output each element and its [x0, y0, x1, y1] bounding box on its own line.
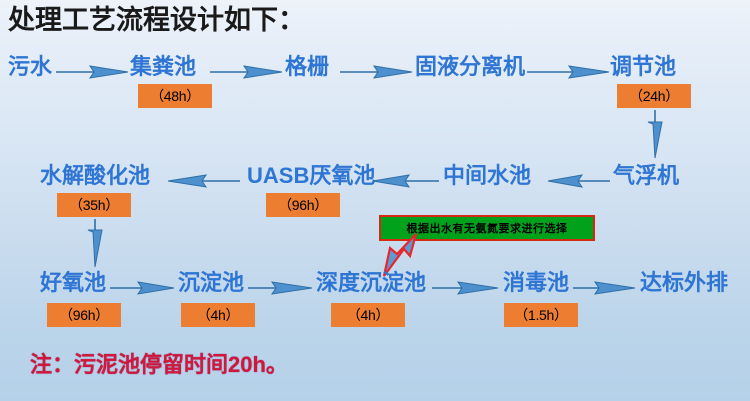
node-haoyangchi[interactable]: 好氧池: [40, 270, 107, 295]
arrow-right-7: [432, 280, 499, 296]
footer-note: 注：污泥池停留时间20h。: [30, 352, 288, 377]
node-shenduchendianchi[interactable]: 深度沉淀池: [316, 270, 427, 295]
node-guyefenliji[interactable]: 固液分离机: [415, 54, 526, 79]
hours-badge-haoyangchi: （96h）: [47, 303, 121, 327]
node-xiaoduchi[interactable]: 消毒池: [503, 270, 570, 295]
arrow-right-4: [527, 64, 610, 80]
hours-badge-tiaojiechi: （24h）: [617, 84, 691, 108]
node-geshan[interactable]: 格栅: [285, 54, 330, 79]
hours-badge-shenduchendianchi: （4h）: [331, 303, 405, 327]
hours-badge-shuijiesuanhuachi: （35h）: [57, 193, 131, 217]
arrow-right-1: [56, 64, 129, 80]
hours-badge-jifenchi: （48h）: [138, 84, 212, 108]
arrow-left-1: [167, 173, 240, 189]
node-zhongjianshuichi[interactable]: 中间水池: [443, 163, 532, 188]
arrow-down-1: [645, 110, 665, 159]
node-shuijiesuanhuachi[interactable]: 水解酸化池: [40, 163, 151, 188]
arrow-right-2: [210, 64, 283, 80]
node-qifuji[interactable]: 气浮机: [613, 163, 680, 188]
hours-badge-xiaoduchi: （1.5h）: [504, 303, 578, 327]
arrow-callout-pointer: [380, 232, 436, 280]
arrow-down-2: [85, 219, 105, 268]
page-title: 处理工艺流程设计如下：: [8, 5, 305, 35]
arrow-right-8: [573, 280, 636, 296]
node-chendianchi[interactable]: 沉淀池: [178, 270, 245, 295]
node-wushui[interactable]: 污水: [8, 54, 53, 79]
hours-badge-uasb: （96h）: [266, 193, 340, 217]
arrow-right-3: [340, 64, 413, 80]
arrow-right-5: [110, 280, 175, 296]
arrow-left-2: [372, 173, 439, 189]
node-tiaojiechi[interactable]: 调节池: [610, 54, 677, 79]
node-uasb[interactable]: UASB厌氧池: [247, 163, 376, 188]
arrow-left-3: [547, 173, 610, 189]
node-databiaowaipai[interactable]: 达标外排: [640, 270, 729, 295]
node-jifenchi[interactable]: 集粪池: [130, 54, 197, 79]
hours-badge-chendianchi: （4h）: [181, 303, 255, 327]
arrow-right-6: [248, 280, 313, 296]
